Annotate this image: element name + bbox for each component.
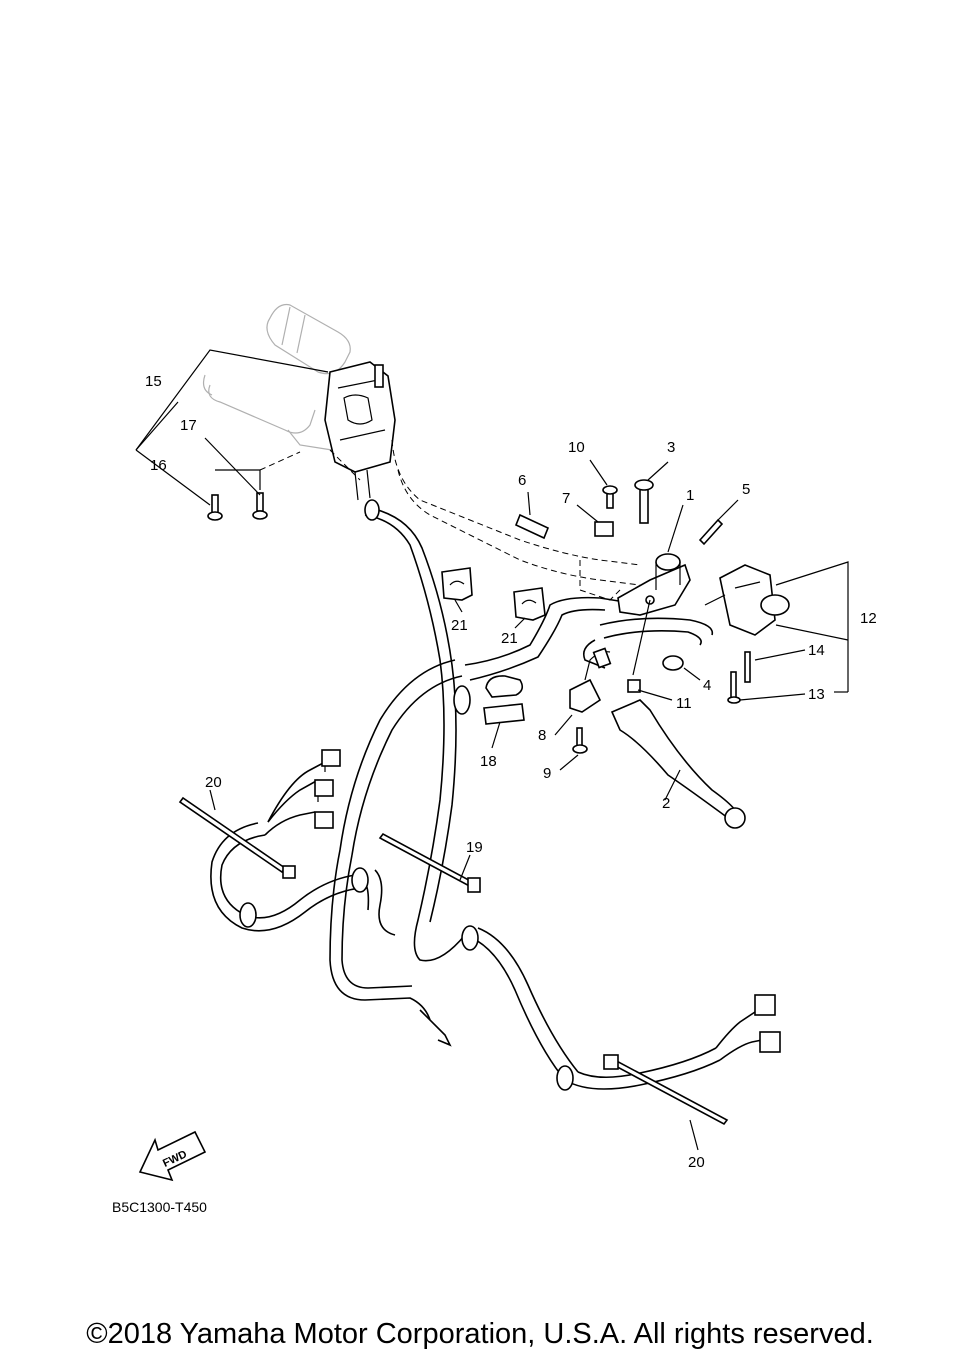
callout-21-right: 21 [501,630,518,647]
callouts: 1 2 3 4 5 6 7 8 9 10 11 12 13 14 15 16 1… [145,373,877,1171]
copyright-notice: ©2018 Yamaha Motor Corporation, U.S.A. A… [86,1318,874,1350]
right-connectors [715,994,781,1061]
clutch-lever [610,699,746,829]
callout-20-right: 20 [688,1154,705,1171]
clamp-21-right [513,587,546,621]
callout-15: 15 [145,373,162,390]
screws [207,479,751,754]
handlebar-outline-dashed [259,439,641,601]
callout-3: 3 [667,439,675,456]
callout-6: 6 [518,472,526,489]
lever-holder [617,553,691,616]
fwd-arrow: FWD [138,1130,207,1182]
callout-21-left: 21 [451,617,468,634]
callout-4: 4 [703,677,711,694]
left-connectors [314,749,341,829]
right-switch-assembly [704,564,790,636]
callout-16: 16 [150,457,167,474]
left-switch-assembly [324,361,396,501]
callout-1: 1 [686,487,694,504]
callout-10: 10 [568,439,585,456]
callout-12: 12 [860,610,877,627]
band-18 [483,675,525,725]
callout-13: 13 [808,686,825,703]
harness-clamps [239,499,574,1091]
switch-8 [569,647,612,713]
cable-ties [178,796,729,1126]
callout-11: 11 [676,695,692,712]
leader-lines [135,349,849,1151]
callout-18: 18 [480,753,497,770]
callout-2: 2 [662,795,670,812]
drawing-code: B5C1300-T450 [112,1199,207,1215]
clamp-21-left [441,567,473,601]
callout-8: 8 [538,727,546,744]
left-grip-ghost [202,303,351,451]
callout-19: 19 [466,839,483,856]
callout-7: 7 [562,490,570,507]
callout-5: 5 [742,481,750,498]
callout-20-left: 20 [205,774,222,791]
callout-14: 14 [808,642,825,659]
callout-17: 17 [180,417,197,434]
callout-9: 9 [543,765,551,782]
